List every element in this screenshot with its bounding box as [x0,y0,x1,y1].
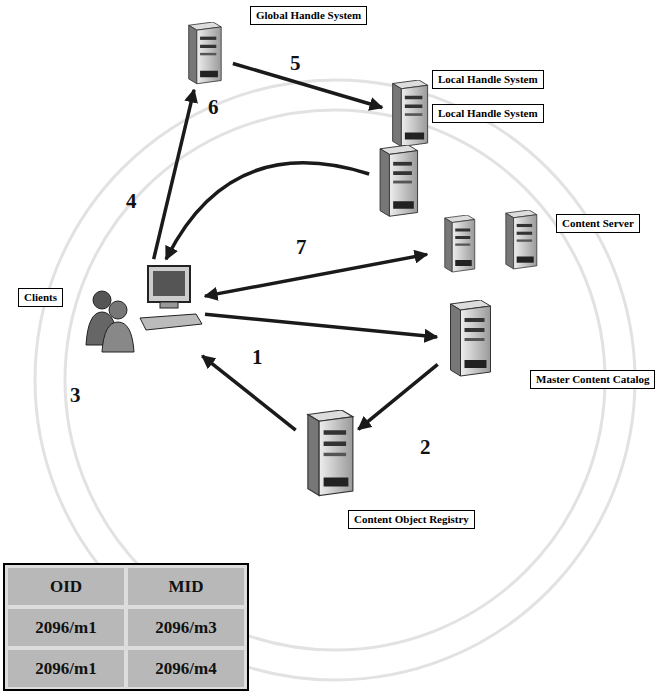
component-node: Content Server [430,210,550,275]
flow-arrow [205,254,427,296]
component-label: Master Content Catalog [530,370,655,389]
flow-arrow [233,63,382,107]
flow-arrow [358,364,437,429]
flow-arrow [166,163,369,259]
callout-number: 2 [420,436,431,458]
component-node: Master Content Catalog [440,300,495,380]
server-icon [445,215,475,272]
callout-number: 6 [208,96,219,118]
server-icon [451,300,491,376]
callout-number: 7 [296,236,307,258]
table-cell: OID [8,568,124,605]
server-icon [393,80,428,147]
callout-number: 3 [70,384,81,406]
component-label: Local Handle System [432,70,544,89]
table-cell: MID [128,568,244,605]
flow-arrow [154,90,194,259]
component-label: Content Server [556,214,640,233]
component-node: Clients [82,262,202,354]
callout-number: 4 [126,190,137,212]
component-node: Global Handle System [175,22,230,87]
component-label: Global Handle System [250,6,367,25]
table-cell: 2096/m3 [128,609,244,646]
table-cell: 2096/m1 [8,609,124,646]
server-icon [189,22,222,84]
table-cell: 2096/m1 [8,650,124,687]
flow-arrow [202,356,295,430]
table-cell: 2096/m4 [128,650,244,687]
flow-arrow [205,314,437,337]
server-icon [308,410,353,496]
component-label: Content Object Registry [348,510,475,529]
component-node: Local Handle System [372,145,420,220]
callout-number: 5 [290,52,301,74]
table-grid [4,564,248,690]
server-icon [380,145,418,216]
component-label: Local Handle System [432,104,544,123]
server-icon [506,210,537,269]
component-label: Clients [18,288,63,307]
client-icon [86,266,202,352]
component-node: Local Handle System [385,80,430,150]
component-node: Content Object Registry [298,410,356,500]
callout-number: 1 [252,346,263,368]
